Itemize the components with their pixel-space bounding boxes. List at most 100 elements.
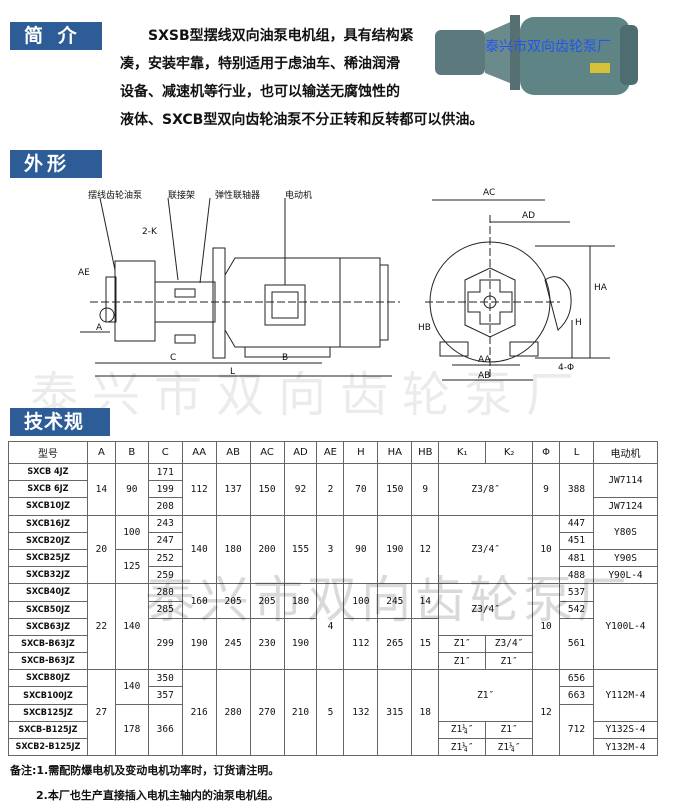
spec-cell: 14 [411, 583, 440, 619]
spec-cell: 259 [147, 566, 183, 585]
spec-cell: 270 [249, 669, 285, 757]
spec-cell: 451 [559, 531, 594, 550]
spec-cell: 90 [343, 514, 379, 585]
spec-cell: Y132M-4 [592, 737, 659, 757]
spec-cell: 150 [377, 463, 413, 516]
spec-cell: Z3/8″ [438, 463, 534, 516]
label-l: L [230, 367, 235, 377]
model-cell: SXCB125JZ [8, 703, 88, 722]
model-cell: SXCB63JZ [8, 617, 88, 636]
intro-heading: 简 介 [10, 22, 102, 50]
spec-cell: Y80S [592, 514, 659, 550]
outline-heading: 外形图 [10, 150, 102, 203]
label-pump: 摆线齿轮油泵 [88, 189, 142, 201]
spec-cell: 357 [147, 686, 183, 705]
column-header: C [147, 441, 183, 464]
column-header: B [114, 441, 149, 464]
spec-cell: 180 [283, 583, 318, 619]
label-a: A [96, 323, 103, 333]
spec-cell: 350 [147, 669, 183, 688]
spec-cell: Y90L-4 [592, 566, 659, 585]
spec-cell: 27 [86, 669, 116, 757]
spec-cell: 22 [86, 583, 116, 671]
spec-cell: 447 [559, 514, 594, 533]
model-cell: SXCB-B63JZ [8, 634, 88, 654]
spec-cell: Z1″ [438, 634, 487, 654]
spec-cell: 4 [316, 583, 345, 671]
spec-cell: 12 [411, 514, 440, 585]
photo-watermark: 泰兴市双向齿轮泵厂 [485, 38, 611, 55]
spec-cell: 100 [343, 583, 379, 619]
spec-cell: 205 [249, 583, 285, 619]
specs-heading: 技术规格 [10, 408, 110, 461]
spec-cell: 20 [86, 514, 116, 585]
label-coupling: 弹性联轴器 [215, 189, 260, 201]
model-cell: SXCB-B125JZ [8, 720, 88, 740]
model-cell: SXCB 6JZ [8, 480, 88, 499]
label-h: H [575, 318, 582, 328]
column-header: AD [283, 441, 318, 464]
spec-cell: 663 [559, 686, 594, 705]
model-cell: SXCB100JZ [8, 686, 88, 705]
spec-cell: 178 [114, 703, 149, 757]
spec-cell: 70 [343, 463, 379, 516]
spec-cell: Y100L-4 [592, 583, 659, 671]
spec-cell: 245 [377, 583, 413, 619]
model-cell: SXCB2-B125JZ [8, 737, 88, 757]
spec-cell: JW7124 [592, 497, 659, 516]
label-k: 2-K [142, 227, 158, 237]
spec-cell: 200 [249, 514, 285, 585]
spec-cell: Z3/4″ [485, 634, 534, 654]
spec-cell: 280 [215, 669, 251, 757]
column-header: H [343, 441, 379, 464]
spec-cell: Y90S [592, 548, 659, 568]
note-1: 备注:1.需配防爆电机及变动电机功率时，订货请注明。 [10, 764, 280, 777]
spec-cell: 160 [181, 583, 217, 619]
spec-cell: 137 [215, 463, 251, 516]
spec-cell: 205 [215, 583, 251, 619]
label-ab: AB [478, 371, 490, 381]
spec-cell: Z1¼″ [438, 737, 487, 757]
label-motor: 电动机 [285, 189, 312, 201]
spec-cell: 140 [114, 669, 149, 705]
spec-cell: 252 [147, 548, 183, 568]
spec-cell: 488 [559, 566, 594, 585]
spec-cell: 112 [343, 617, 379, 671]
spec-cell: 243 [147, 514, 183, 533]
model-cell: SXCB16JZ [8, 514, 88, 533]
spec-cell: 132 [343, 669, 379, 757]
spec-cell: 245 [215, 617, 251, 671]
spec-cell: 315 [377, 669, 413, 757]
spec-cell: 150 [249, 463, 285, 516]
table-row: SXCB100JZ 357 663 [8, 686, 658, 705]
spec-cell: 2 [316, 463, 345, 516]
spec-cell: 561 [559, 617, 594, 671]
intro-line: 设备、减速机等行业，也可以输送无腐蚀性的 [120, 84, 400, 100]
spec-cell: 112 [181, 463, 217, 516]
model-cell: SXCB-B63JZ [8, 652, 88, 671]
column-header: HA [377, 441, 413, 464]
spec-cell: 155 [283, 514, 318, 585]
intro-line: SXSB型摆线双向油泵电机组，具有结构紧 [148, 28, 414, 44]
spec-cell: 10 [532, 514, 561, 585]
spec-cell: 247 [147, 531, 183, 550]
spec-cell: 216 [181, 669, 217, 757]
spec-cell: 285 [147, 600, 183, 619]
label-hb: HB [418, 323, 431, 333]
spec-cell: Z1″ [438, 669, 534, 722]
model-cell: SXCB80JZ [8, 669, 88, 688]
spec-cell: 481 [559, 548, 594, 568]
model-cell: SXCB10JZ [8, 497, 88, 516]
spec-cell: 208 [147, 497, 183, 516]
spec-cell: 280 [147, 583, 183, 602]
spec-cell: JW7114 [592, 462, 659, 499]
column-header: AE [316, 441, 345, 464]
label-bracket: 联接架 [168, 189, 195, 201]
